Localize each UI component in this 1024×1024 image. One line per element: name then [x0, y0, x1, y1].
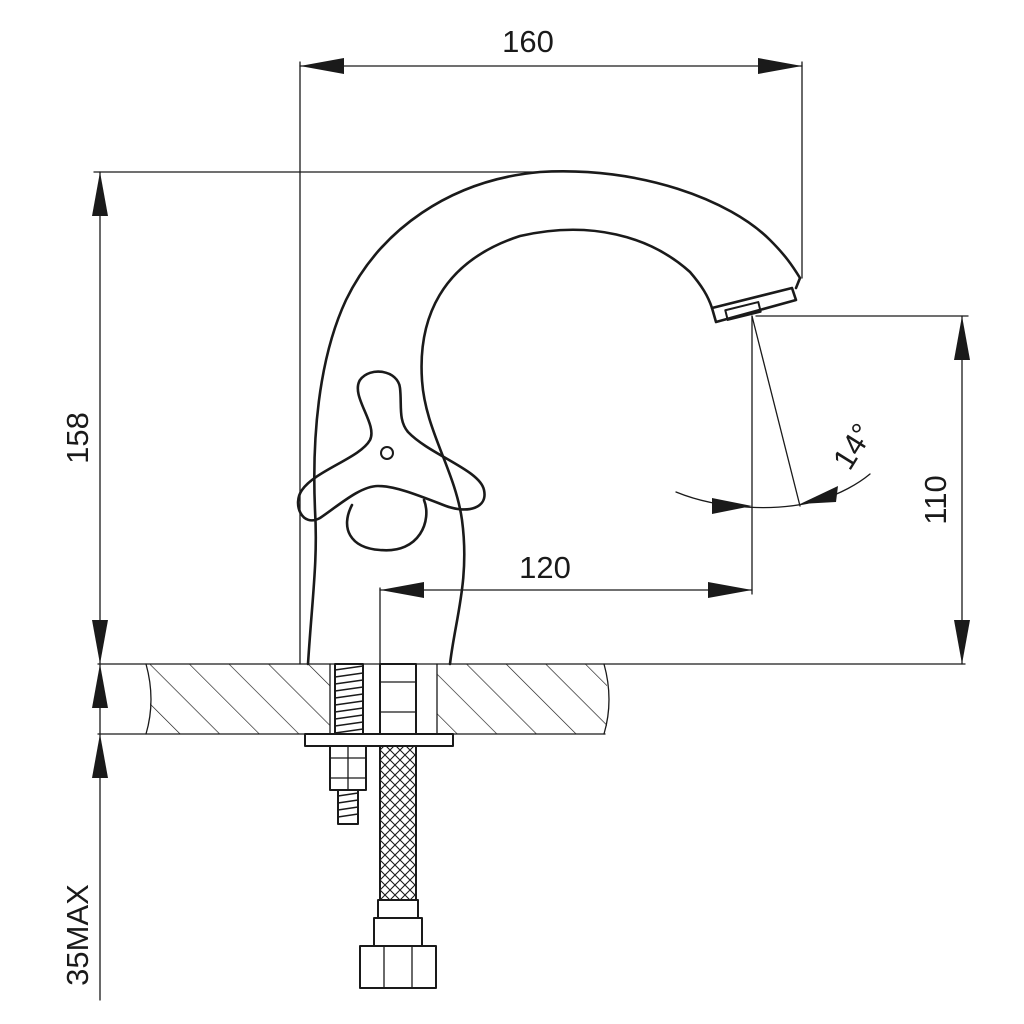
flexible-hose — [379, 745, 417, 901]
dimension-spout-reach-label: 120 — [519, 550, 571, 585]
dimension-spout-height: 110 — [755, 315, 970, 665]
dimension-deck-thickness: 35MAX — [60, 663, 108, 1001]
handle-screw-icon — [380, 446, 394, 460]
mounting-hardware — [304, 663, 454, 989]
dimension-height: 158 — [60, 171, 541, 665]
hose-nut — [359, 945, 437, 989]
countertop-hatch-right — [437, 664, 607, 734]
faucet-body — [296, 170, 802, 666]
dimension-width: 160 — [299, 24, 803, 665]
dimension-spout-angle-label: 14° — [826, 417, 881, 475]
dimension-width-label: 160 — [502, 24, 554, 59]
dimension-deck-thickness-label: 35MAX — [60, 884, 95, 986]
dimension-height-label: 158 — [60, 412, 95, 464]
dimension-spout-angle: 14° — [675, 315, 881, 514]
dimension-spout-height-label: 110 — [918, 475, 953, 524]
cartridge-cap — [345, 498, 428, 552]
countertop-hatch-left — [150, 664, 330, 734]
aerator-tip — [724, 301, 762, 321]
countertop-section — [97, 663, 966, 735]
dimension-spout-reach: 120 — [379, 315, 753, 665]
lever-handle — [296, 370, 486, 522]
